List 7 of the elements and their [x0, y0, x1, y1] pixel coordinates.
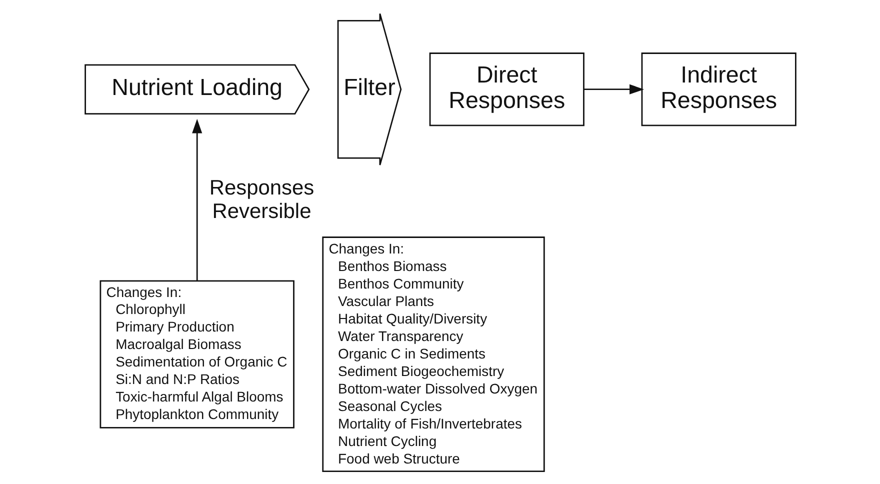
node-box: Indirect Responses — [640, 52, 796, 126]
arrow — [583, 84, 644, 94]
edge-label: Responses Reversible — [208, 176, 314, 222]
arrow — [192, 118, 202, 280]
node-box: Direct Responses — [428, 52, 584, 126]
node-box: Changes In: Benthos Biomass Benthos Community Vascular Plants Habitat Quality/Diversity Water Transparency Organic C in Sediments Sediment Biogeochemistry Bottom-water Dissolved Oxygen Seasonal Cycles Mortality of Fish/Invertebrates Nutrient Cycling Food web Structure — [322, 236, 544, 472]
node-box: Changes In: Chlorophyll Primary Production Macroalgal Biomass Sedimentation of Organic C Si:N and N:P Ratios Toxic-harmful Algal Blooms Phytoplankton Community — [99, 280, 294, 428]
